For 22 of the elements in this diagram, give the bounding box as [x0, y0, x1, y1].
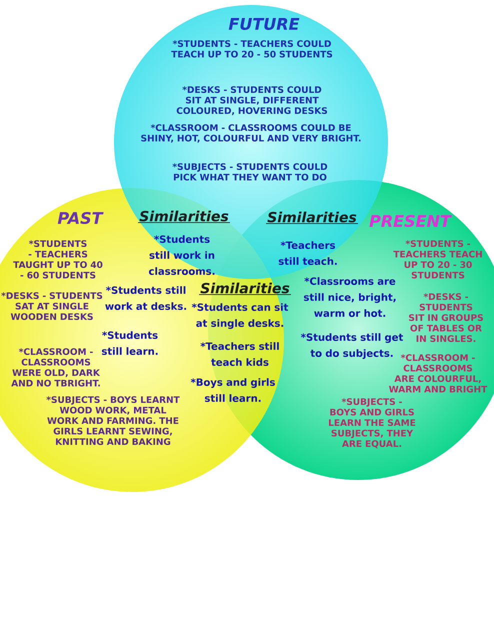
bullet-text: *SUBJECTS - BOYS LEARNT WOOD WORK, METAL WORK AND FARMING. THE GIRLS LEARNT SEWING, KNITTING AND BAKING: [46, 396, 180, 445]
bullet-text: *Classrooms are still nice, bright, warm or hot.: [304, 277, 396, 317]
bullet-text: *Boys and girls still learn.: [190, 378, 275, 402]
bullet-text: *CLASSROOM - CLASSROOMS COULD BE SHINY, HOT, COLOURFUL AND VERY BRIGHT.: [141, 124, 360, 143]
bullet-text: *SUBJECTS - STUDENTS COULD PICK WHAT THEY WANT TO DO: [172, 163, 328, 180]
bullet-text: *Students still work at desks.: [105, 286, 186, 310]
bullet-text: *STUDENTS - TEACHERS TAUGHT UP TO 40 - 60 STUDENTS: [13, 240, 102, 278]
bullet-text: *STUDENTS - TEACHERS COULD TEACH UP TO 20 - 50 STUDENTS: [171, 40, 332, 58]
section-heading: Similarities: [138, 210, 230, 223]
bullet-text: *Students still learn.: [102, 331, 158, 355]
bullet-text: *Teachers still teach kids: [200, 342, 279, 366]
bullet-text: *DESKS - STUDENTS SAT AT SINGLE WOODEN DESKS: [1, 292, 102, 320]
bullet-text: *SUBJECTS - BOYS AND GIRLS LEARN THE SAME SUBJECTS, THEY ARE EQUAL.: [328, 398, 416, 448]
section-heading: Similarities: [266, 212, 358, 224]
bullet-text: *Teachers still teach.: [278, 241, 337, 265]
circle-title: PAST: [58, 212, 104, 224]
bullet-text: *STUDENTS - TEACHERS TEACH UP TO 20 - 30 STUDENTS: [393, 240, 482, 278]
bullet-text: *CLASSROOM - CLASSROOMS WERE OLD, DARK AND NO TBRIGHT.: [11, 348, 100, 386]
bullet-text: *DESKS - STUDENTS COULD SIT AT SINGLE, DIFFERENT COLOURED, HOVERING DESKS: [176, 86, 328, 116]
circle-title: FUTURE: [228, 18, 300, 30]
circle-title: PRESENT: [369, 214, 452, 228]
bullet-text: *DESKS - STUDENTS SIT IN GROUPS OF TABLES OR IN SINGLES.: [409, 293, 483, 342]
